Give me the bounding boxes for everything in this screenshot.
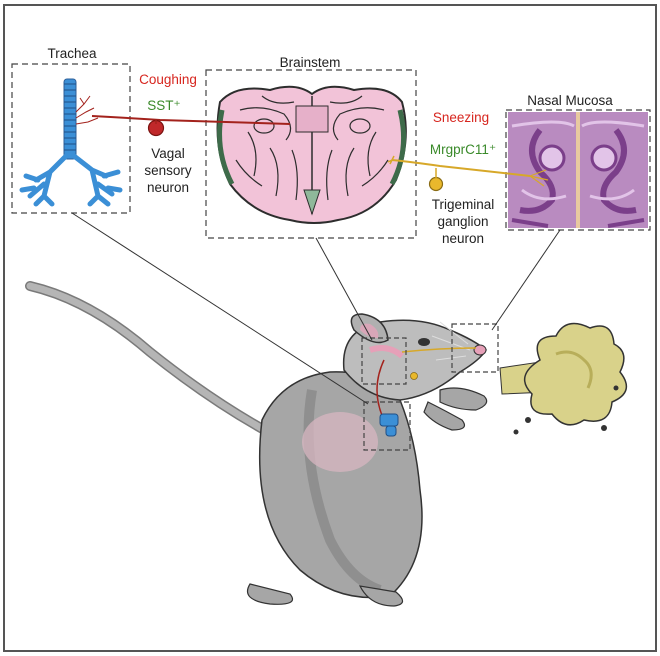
trachea-lungs-icon	[19, 78, 123, 207]
trigeminal-label-line-3: neuron	[442, 231, 484, 246]
vagal-nerve-endings	[75, 95, 99, 125]
trachea-panel	[11, 63, 131, 214]
nose-focus-box	[451, 323, 499, 373]
brainstem-label: Brainstem	[280, 55, 341, 70]
trigeminal-label-line-2: ganglion	[437, 214, 488, 229]
brainstem-section-icon	[216, 85, 407, 224]
vagal-nerve-path	[91, 115, 291, 137]
coughing-label: Coughing	[139, 72, 197, 87]
trigeminal-ganglion-cell	[428, 176, 444, 192]
vagal-label-line-2: sensory	[144, 163, 192, 178]
brainstem-focus-box	[361, 337, 407, 385]
sst-label: SST⁺	[147, 98, 180, 113]
sneeze-puff-icon	[499, 322, 628, 435]
nasal-mucosa-label: Nasal Mucosa	[527, 93, 613, 108]
nasal-mucosa-section-icon	[508, 112, 648, 228]
vagal-label-line-3: neuron	[147, 180, 189, 195]
mrgprc11-label: MrgprC11⁺	[430, 142, 496, 157]
trachea-focus-box	[363, 401, 411, 451]
connector-lines	[71, 212, 561, 405]
trigeminal-label-line-1: Trigeminal	[432, 197, 495, 212]
brainstem-panel	[205, 69, 417, 239]
trigeminal-nerve-path	[387, 155, 549, 192]
nasal-mucosa-panel	[505, 109, 651, 231]
mouse-illustration	[25, 281, 499, 607]
sneezing-label: Sneezing	[433, 110, 489, 125]
vagal-label-line-1: Vagal	[151, 146, 185, 161]
trachea-label: Trachea	[47, 46, 97, 61]
